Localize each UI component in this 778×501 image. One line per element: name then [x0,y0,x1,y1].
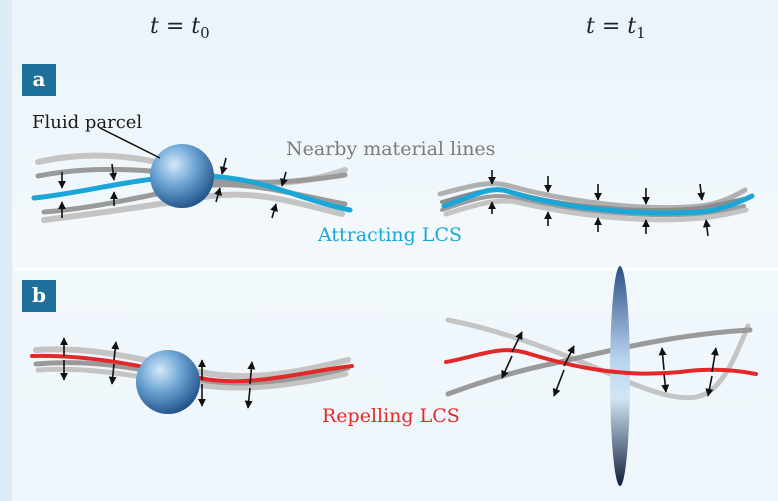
attracting-lcs-line [441,187,755,216]
time-var: t [150,14,159,39]
arrow [108,363,117,385]
panel-divider [14,268,778,271]
arrow [270,203,278,219]
time-var: t [586,14,595,39]
panel-a-right [437,170,755,237]
arrow [697,183,706,201]
panel-a-left [31,127,353,223]
repelling-lcs-line [30,353,354,384]
arrow [702,219,711,237]
nearby-material-lines-label: Nearby material lines [286,138,496,160]
arrow [280,171,288,187]
panel-b-badge: b [22,280,56,312]
material-line [41,191,345,223]
panel-b-right [444,266,758,486]
material-line [445,327,753,397]
arrow [244,387,253,409]
repelling-lcs-line [444,348,758,376]
arrow [109,163,118,181]
arrow [658,347,667,371]
material-line [445,317,751,401]
arrow [219,157,228,175]
panel-b-left [30,337,354,414]
arrow [661,373,670,393]
time-label-t1: t = t1 [586,14,646,42]
stretching-arrows [60,337,256,409]
material-line [33,346,351,380]
compression-arrows [488,170,711,237]
repelling-lcs-label: Repelling LCS [322,405,460,427]
fluid-parcel-sphere [150,144,214,208]
arrow [552,369,565,397]
fluid-parcel-leader-line [99,127,161,159]
fluid-parcel-label: Fluid parcel [32,112,143,133]
time-equals: = [594,14,628,39]
arrow [710,347,719,373]
left-margin-stripe [0,0,12,501]
arrow [501,355,513,379]
time-base: t [627,14,637,39]
attracting-lcs-label: Attracting LCS [318,224,463,246]
time-base: t [191,14,201,39]
time-label-t0: t = t0 [150,14,210,42]
material-line [35,366,349,391]
panel-a-badge: a [22,64,56,96]
arrow [511,331,523,353]
stretching-arrows [501,331,719,397]
stretched-fluid-parcel [610,266,630,486]
time-subscript: 0 [200,24,210,42]
time-subscript: 1 [636,24,646,42]
arrow [214,187,222,203]
material-line [437,181,748,211]
arrow [247,361,256,385]
arrow [563,345,575,367]
time-equals: = [158,14,192,39]
arrow [111,341,120,361]
fluid-parcel-sphere [136,350,200,414]
compression-arrows [58,157,288,219]
arrow [705,375,714,397]
